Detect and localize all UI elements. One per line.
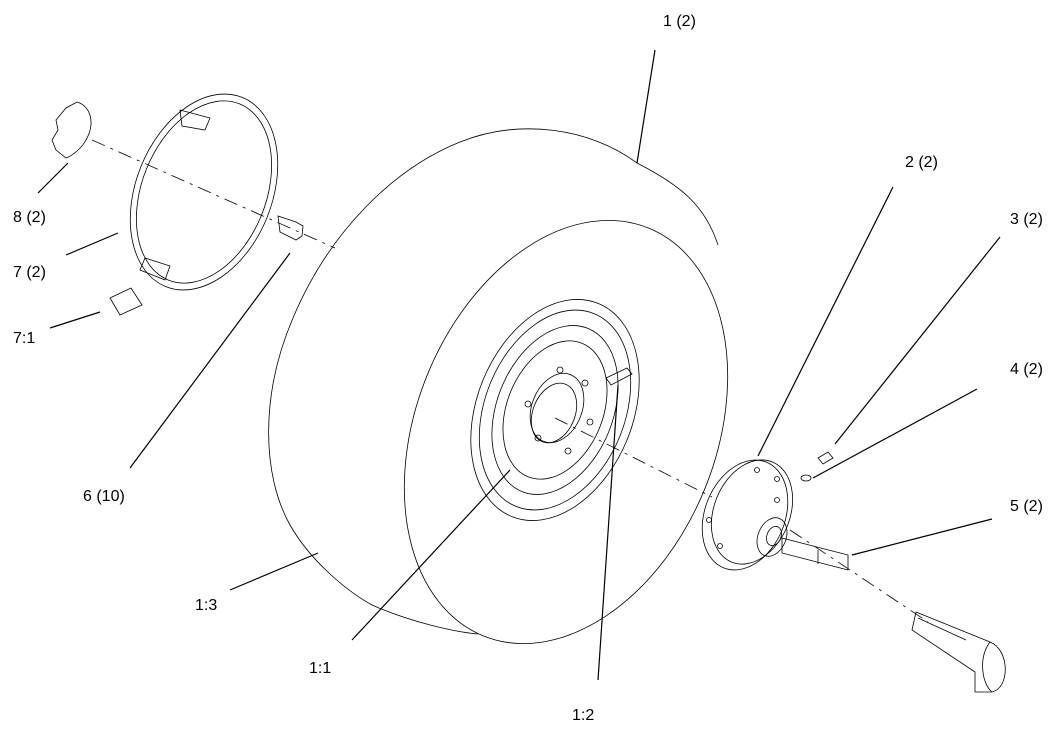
callout-1-3: 1:3: [195, 597, 217, 614]
callout-1: 1 (2): [663, 13, 696, 30]
hub-washer: [800, 474, 812, 482]
callout-1-2: 1:2: [572, 707, 594, 724]
assembly-axis: [91, 139, 929, 623]
center-emblem: [51, 101, 92, 159]
callout-7-1: 7:1: [13, 330, 35, 347]
valve-stem: [605, 367, 633, 386]
callout-5: 5 (2): [1010, 498, 1043, 515]
callout-2: 2 (2): [905, 154, 938, 171]
callout-6: 6 (10): [83, 488, 125, 505]
callout-4: 4 (2): [1010, 361, 1043, 378]
axle-shaft: [911, 611, 1006, 693]
callout-3: 3 (2): [1010, 211, 1043, 228]
callout-8: 8 (2): [13, 209, 46, 226]
wheel-hub: [701, 459, 794, 571]
cover-decal: [109, 287, 143, 316]
tire: [268, 128, 729, 644]
callout-7: 7 (2): [13, 264, 46, 281]
rim: [470, 299, 640, 521]
lug-nut: [277, 215, 304, 241]
shaft-key: [781, 537, 849, 571]
hub-bolt: [817, 451, 834, 465]
callout-1-1: 1:1: [309, 660, 331, 677]
wheel-cover: [129, 93, 279, 291]
leader-lines: [37, 49, 1001, 681]
